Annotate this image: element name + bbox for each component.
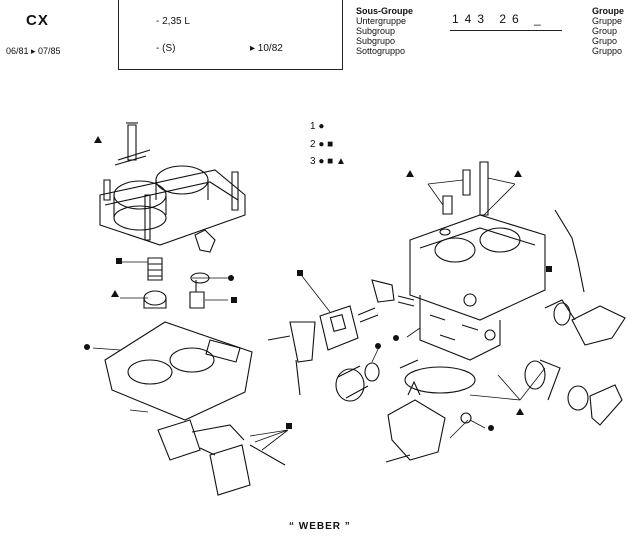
effective-date: ▸ 10/82 (250, 43, 283, 54)
fuel-inlet-drawing (385, 380, 472, 463)
header-divider-right (342, 0, 343, 70)
legend-item-3: 3 ● ■ ▲ (310, 156, 346, 167)
header-divider-left (118, 0, 119, 70)
group-label-en: Group (592, 26, 618, 36)
group-label-de: Gruppe (592, 16, 623, 26)
carburettor-body-drawing (409, 214, 546, 361)
pump-drawing (335, 359, 476, 402)
subgroup-label-it: Sottogruppo (356, 46, 406, 56)
gasket-drawing (104, 321, 253, 421)
model-name: CX (26, 12, 49, 29)
jets-drawing (439, 161, 489, 236)
diaphragm-drawing (267, 279, 415, 396)
float-drawing (157, 419, 286, 496)
header-bottom-rule (118, 69, 343, 70)
group-code-underline (450, 30, 562, 31)
needle-valve-drawing (143, 257, 210, 309)
date-range: 06/81 ▸ 07/85 (6, 46, 61, 56)
group-label-fr: Groupe (592, 6, 625, 16)
subgroup-label-en: Subgroup (356, 26, 396, 36)
legend-item-1: 1 ● (310, 121, 325, 132)
subgroup-label-de: Untergruppe (356, 16, 407, 26)
subgroup-label-fr: Sous-Groupe (356, 6, 414, 16)
legend-item-2: 2 ● ■ (310, 139, 334, 150)
group-label-it: Gruppo (592, 46, 623, 56)
group-label-es: Grupo (592, 36, 618, 46)
subgroup-label-es: Subgrupo (356, 36, 396, 46)
engine-size: - 2,35 L (156, 16, 190, 27)
linkage-drawing (524, 209, 626, 426)
carburettor-cover-drawing (99, 122, 246, 253)
group-code: 143 26 _ (452, 12, 547, 26)
variant-code: - (S) (156, 43, 176, 54)
brand-footer: “ WEBER ” (289, 521, 351, 532)
